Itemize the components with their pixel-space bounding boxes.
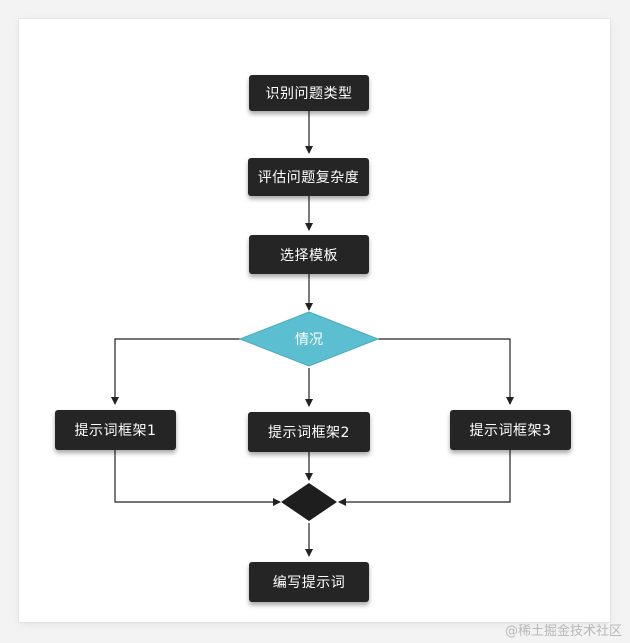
- merge-diamond: [281, 483, 337, 521]
- edge-framework3-to-merge: [338, 450, 511, 506]
- node-template-label: 选择模板: [280, 247, 338, 264]
- node-assess-label: 评估问题复杂度: [257, 170, 360, 186]
- decision-diamond: [238, 311, 380, 367]
- node-framework2-label: 提示词框架2: [268, 425, 350, 441]
- edge-situation-to-framework3: [378, 338, 514, 405]
- edge-framework1-to-merge: [114, 450, 281, 506]
- node-assess: 评估问题复杂度: [248, 158, 369, 196]
- node-framework3: 提示词框架3: [450, 410, 571, 450]
- node-template: 选择模板: [249, 235, 369, 274]
- node-identify: 识别问题类型: [249, 75, 369, 111]
- node-write: 编写提示词: [249, 562, 369, 602]
- node-identify-label: 识别问题类型: [265, 86, 353, 102]
- node-write-label: 编写提示词: [272, 575, 346, 591]
- edge-situation-to-framework1: [111, 338, 240, 405]
- node-framework2: 提示词框架2: [248, 412, 370, 452]
- node-situation-label: 情况: [295, 332, 323, 348]
- node-framework3-label: 提示词框架3: [469, 423, 552, 439]
- node-framework1-label: 提示词框架1: [74, 423, 157, 439]
- node-framework1: 提示词框架1: [55, 410, 176, 450]
- watermark: @稀土掘金技术社区: [504, 624, 622, 639]
